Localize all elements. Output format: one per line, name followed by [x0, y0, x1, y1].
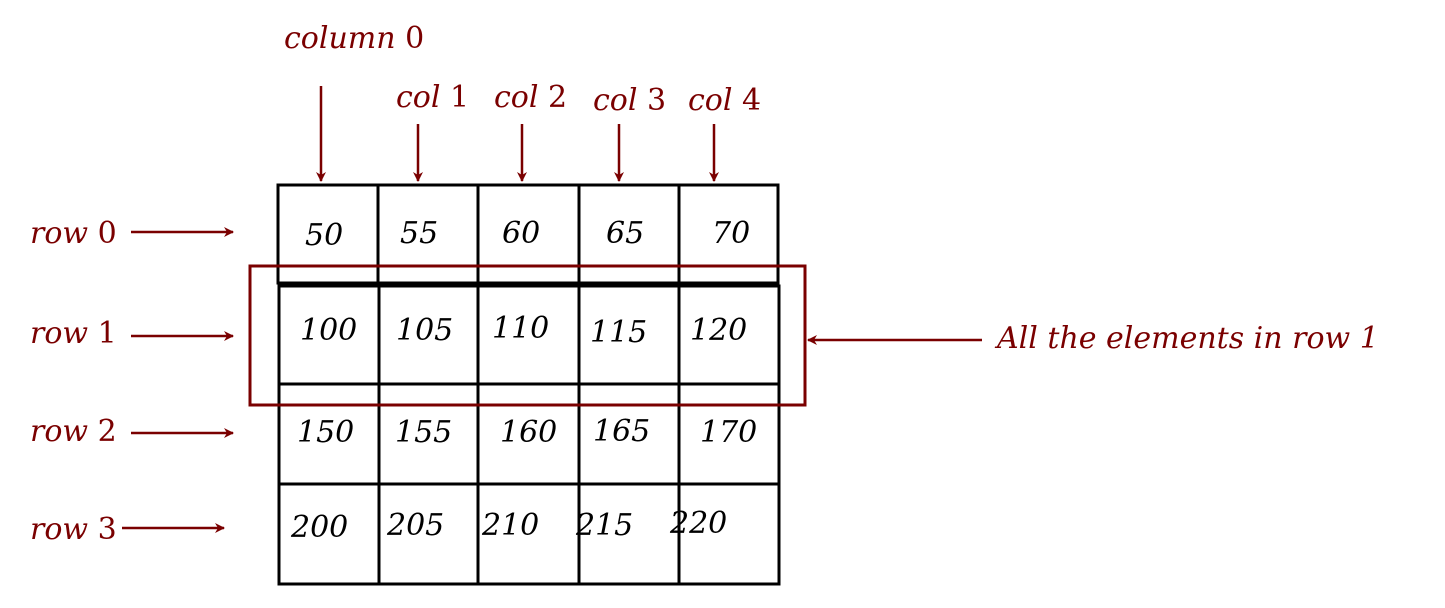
- cell-1-2: 110: [492, 311, 549, 346]
- cell-3-1: 205: [386, 508, 444, 543]
- cell-3-0: 200: [290, 510, 348, 545]
- cell-3-4: 220: [669, 506, 727, 541]
- cell-0-1: 55: [400, 216, 438, 251]
- row-label-3: row 3: [30, 512, 117, 547]
- cell-2-2: 160: [500, 415, 557, 450]
- column-label-0: column 0: [284, 21, 424, 56]
- column-label-1: col 1: [396, 80, 469, 115]
- row-1-annotation: All the elements in row 1: [994, 321, 1379, 356]
- cell-0-0: 50: [305, 218, 343, 253]
- rows-1-3-border: [277, 284, 781, 586]
- row-label-1: row 1: [30, 316, 117, 351]
- row-label-2: row 2: [30, 414, 117, 449]
- cell-2-1: 155: [395, 415, 452, 450]
- cell-2-0: 150: [297, 415, 354, 450]
- cell-3-2: 210: [481, 508, 539, 543]
- cell-0-2: 60: [502, 216, 540, 251]
- cell-1-0: 100: [300, 313, 357, 348]
- column-label-4: col 4: [688, 83, 761, 118]
- cell-2-4: 170: [700, 415, 757, 450]
- row-1-highlight-box: [248, 264, 807, 407]
- cell-3-3: 215: [575, 508, 633, 543]
- cell-0-4: 70: [712, 216, 750, 251]
- cell-1-1: 105: [396, 313, 453, 348]
- column-label-3: col 3: [593, 83, 666, 118]
- cell-1-3: 115: [590, 315, 647, 350]
- row-0-border: [276, 183, 780, 285]
- cell-1-4: 120: [690, 313, 747, 348]
- cell-2-3: 165: [593, 414, 650, 449]
- cell-0-3: 65: [606, 216, 644, 251]
- column-label-2: col 2: [494, 80, 567, 115]
- row-label-0: row 0: [30, 216, 117, 251]
- cell-values: 50 55 60 65 70 100 105 110 115 120 150 1…: [290, 216, 757, 545]
